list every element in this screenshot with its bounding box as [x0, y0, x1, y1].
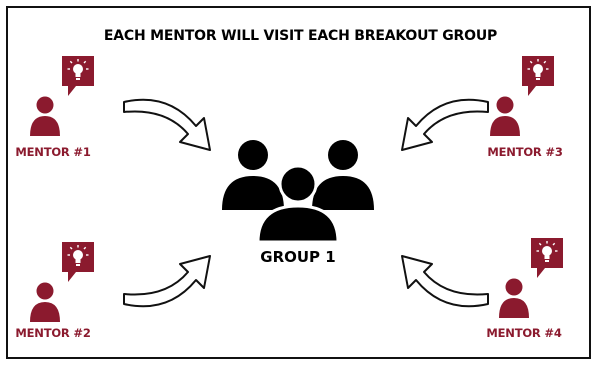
diagram-title: EACH MENTOR WILL VISIT EACH BREAKOUT GRO…: [103, 28, 498, 44]
mentor-3-label: MENTOR #3: [487, 145, 563, 159]
mentor-1-label: MENTOR #1: [15, 145, 91, 159]
mentor-3: MENTOR #3: [487, 52, 578, 162]
mentor-4-label: MENTOR #4: [486, 326, 562, 340]
mentor-icon: [499, 238, 563, 318]
mentor-icon: [490, 56, 554, 136]
curved-arrow-icon: [401, 255, 489, 308]
curved-arrow-icon: [123, 98, 211, 151]
mentor-2: MENTOR #2: [15, 238, 118, 348]
mentor-4: MENTOR #4: [486, 234, 587, 344]
people-group-icon: [222, 140, 374, 244]
curved-arrow-icon: [401, 98, 489, 151]
mentor-2-label: MENTOR #2: [15, 326, 91, 340]
group-label: GROUP 1: [260, 248, 336, 266]
mentor-1: MENTOR #1: [15, 52, 118, 162]
curved-arrow-icon: [123, 255, 211, 308]
mentor-icon: [30, 242, 94, 322]
mentor-icon: [30, 56, 94, 136]
